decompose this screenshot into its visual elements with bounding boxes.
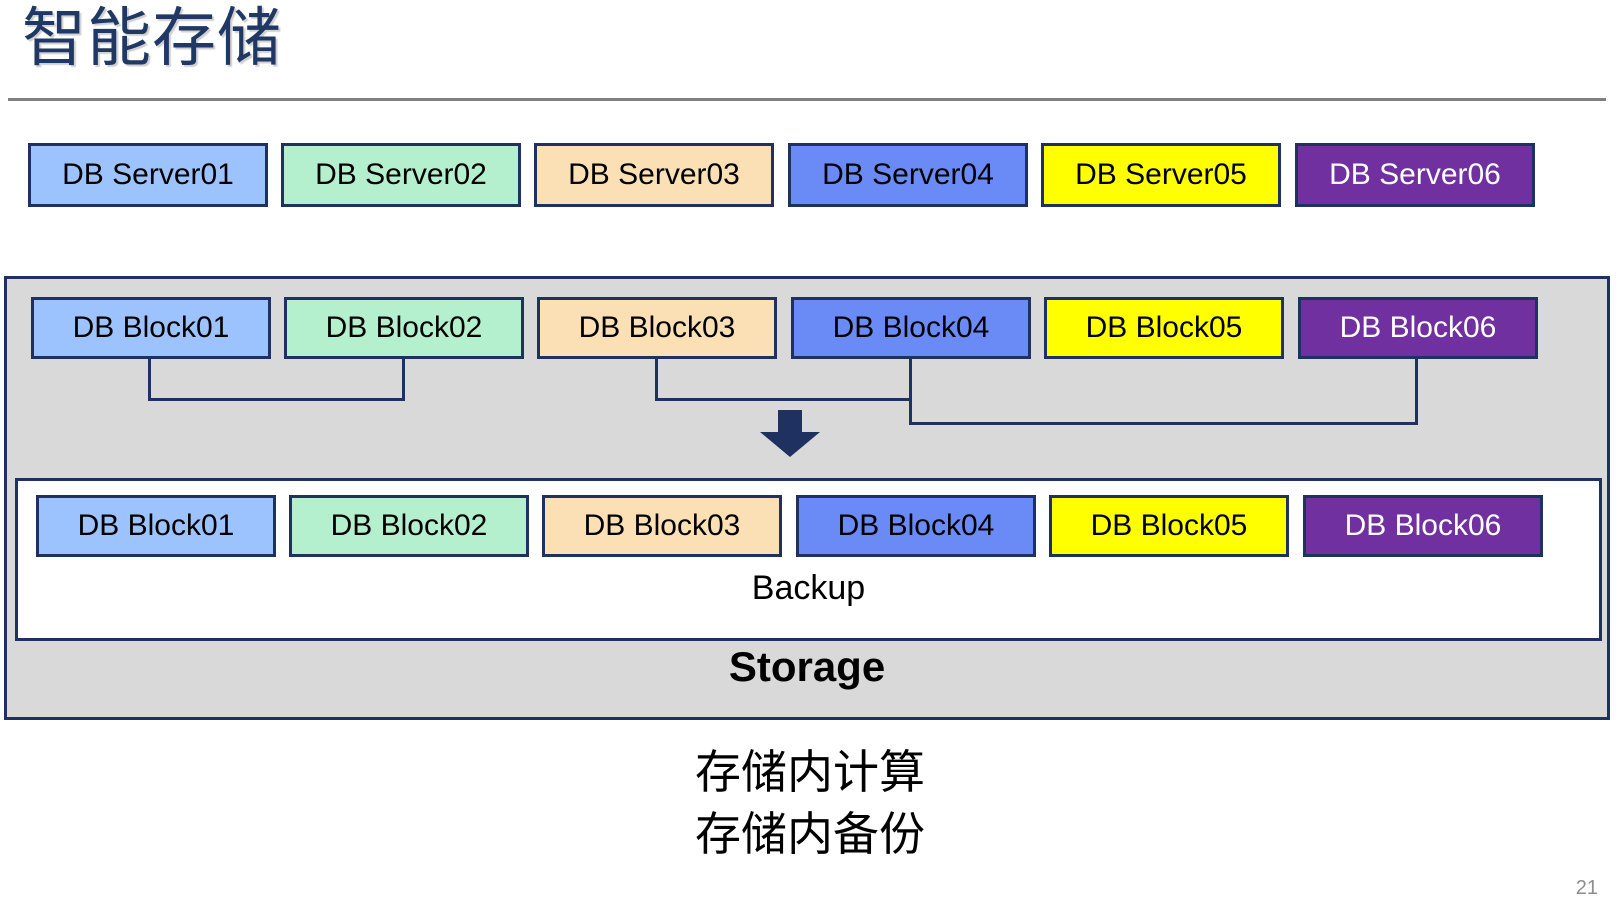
connector-group1-horizontal	[148, 398, 405, 401]
db-server-box-4[interactable]: DB Server04	[788, 143, 1028, 207]
db-server-box-label: DB Server02	[315, 158, 487, 191]
db-block-box-6[interactable]: DB Block06	[1298, 297, 1538, 359]
db-block-backup-box-label: DB Block03	[583, 509, 741, 542]
db-block-box-1[interactable]: DB Block01	[31, 297, 271, 359]
db-block-backup-box-3[interactable]: DB Block03	[542, 495, 782, 557]
db-server-box-2[interactable]: DB Server02	[281, 143, 521, 207]
connector-group2-horizontal	[655, 398, 912, 401]
db-block-box-5[interactable]: DB Block05	[1044, 297, 1284, 359]
connector-block01-vertical	[148, 359, 151, 401]
storage-container: DB Block01 DB Block02 DB Block03 DB Block04…	[4, 276, 1610, 720]
db-block-backup-box-6[interactable]: DB Block06	[1303, 495, 1543, 557]
db-block-box-3[interactable]: DB Block03	[537, 297, 777, 359]
db-server-box-6[interactable]: DB Server06	[1295, 143, 1535, 207]
db-server-box-label: DB Server04	[822, 158, 994, 191]
connector-block02-vertical	[402, 359, 405, 401]
db-server-box-5[interactable]: DB Server05	[1041, 143, 1281, 207]
db-block-box-label: DB Block03	[578, 311, 736, 344]
backup-panel: DB Block01 DB Block02 DB Block03 DB Block04…	[15, 478, 1602, 641]
db-block-box-label: DB Block05	[1085, 311, 1243, 344]
connector-group3-horizontal	[909, 422, 1418, 425]
db-block-box-label: DB Block02	[325, 311, 483, 344]
db-block-box-label: DB Block04	[832, 311, 990, 344]
backup-label: Backup	[751, 569, 866, 607]
db-block-box-4[interactable]: DB Block04	[791, 297, 1031, 359]
db-server-box-label: DB Server05	[1075, 158, 1247, 191]
down-arrow-icon	[760, 410, 820, 457]
db-block-backup-box-label: DB Block02	[330, 509, 488, 542]
db-server-box-label: DB Server01	[62, 158, 234, 191]
connector-block03-vertical	[655, 359, 658, 401]
connector-block04-vertical	[909, 359, 912, 425]
db-block-backup-box-label: DB Block01	[77, 509, 235, 542]
caption-line-2: 存储内备份	[695, 807, 925, 860]
db-block-backup-box-label: DB Block06	[1344, 509, 1502, 542]
db-block-backup-box-5[interactable]: DB Block05	[1049, 495, 1289, 557]
db-server-box-label: DB Server06	[1329, 158, 1501, 191]
page-number: 21	[1575, 877, 1598, 899]
caption-block: 存储内计算 存储内备份	[0, 742, 1620, 865]
storage-label: Storage	[728, 643, 886, 690]
db-block-backup-box-2[interactable]: DB Block02	[289, 495, 529, 557]
page-title: 智能存储	[22, 2, 282, 74]
db-block-box-2[interactable]: DB Block02	[284, 297, 524, 359]
db-server-box-1[interactable]: DB Server01	[28, 143, 268, 207]
db-server-box-3[interactable]: DB Server03	[534, 143, 774, 207]
db-block-backup-box-label: DB Block05	[1090, 509, 1248, 542]
connector-block06-vertical	[1415, 359, 1418, 425]
db-block-box-label: DB Block06	[1339, 311, 1497, 344]
db-block-box-label: DB Block01	[72, 311, 230, 344]
db-server-box-label: DB Server03	[568, 158, 740, 191]
caption-line-1: 存储内计算	[695, 746, 925, 798]
db-block-backup-box-4[interactable]: DB Block04	[796, 495, 1036, 557]
title-divider	[8, 98, 1606, 101]
db-block-backup-box-1[interactable]: DB Block01	[36, 495, 276, 557]
db-block-backup-box-label: DB Block04	[837, 509, 995, 542]
